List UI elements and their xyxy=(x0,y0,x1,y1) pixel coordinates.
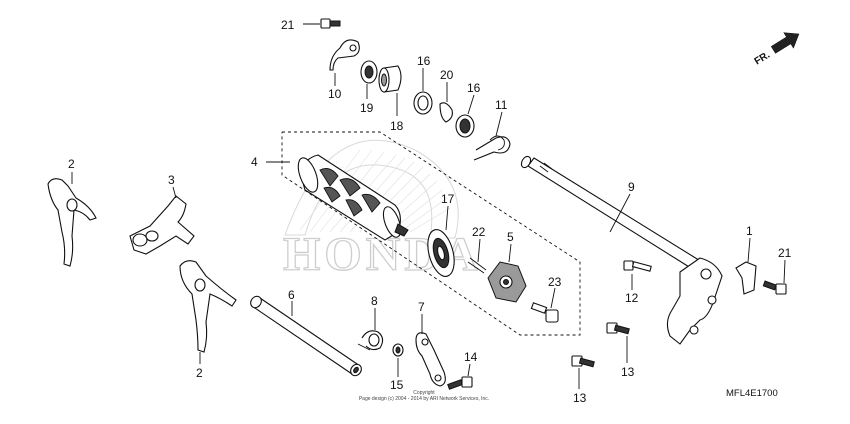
shift-fork-2-lower xyxy=(179,260,237,353)
dowel-pin-22 xyxy=(467,257,487,274)
fork-shaft-6 xyxy=(250,295,362,377)
washer-16b xyxy=(455,114,475,138)
washer-16a xyxy=(413,91,433,115)
plate-1 xyxy=(735,261,757,295)
callout-17: 17 xyxy=(441,192,455,206)
callout-21: 21 xyxy=(281,18,295,32)
stopper-arm-10 xyxy=(329,39,360,71)
callout-23: 23 xyxy=(548,275,562,289)
drum-center-5 xyxy=(487,261,527,303)
front-direction-indicator: FR. xyxy=(753,32,800,67)
callout-4: 4 xyxy=(251,155,258,169)
pin-12 xyxy=(623,260,652,272)
gearshift-drum-4 xyxy=(297,154,409,241)
callout-7: 7 xyxy=(418,300,425,314)
bearing-18 xyxy=(378,65,402,93)
washer-15 xyxy=(392,343,404,357)
callout-5: 5 xyxy=(507,230,514,244)
callout-20: 20 xyxy=(440,68,454,82)
bolt-14 xyxy=(447,376,473,390)
callout-8: 8 xyxy=(371,294,378,308)
shift-fork-2-left xyxy=(47,178,97,267)
shift-fork-3 xyxy=(129,195,195,255)
callout-18: 18 xyxy=(390,119,404,133)
callout-9: 9 xyxy=(628,180,635,194)
front-direction-label: FR. xyxy=(753,49,773,67)
bolt-21-right xyxy=(762,280,787,295)
callout-3: 3 xyxy=(168,173,175,187)
spring-11 xyxy=(473,135,511,161)
callout-12: 12 xyxy=(625,291,639,305)
callout-labels: 21 10 19 18 16 20 16 11 4 2 3 17 22 5 9 … xyxy=(68,18,792,405)
callout-2: 2 xyxy=(196,366,203,380)
bearing-19 xyxy=(360,60,378,84)
bearing-17 xyxy=(427,229,455,277)
spring-8 xyxy=(357,330,384,351)
copyright-line-1: Copyright xyxy=(413,390,435,396)
callout-21: 21 xyxy=(778,246,792,260)
front-arrow-icon xyxy=(770,32,800,54)
copyright-line-2: Page design (c) 2004 - 2014 by ARI Netwo… xyxy=(359,396,489,402)
bolt-23 xyxy=(530,302,559,323)
callout-16: 16 xyxy=(467,81,481,95)
bolt-13-left xyxy=(571,355,595,368)
leader-lines xyxy=(71,23,786,389)
callout-22: 22 xyxy=(472,225,486,239)
callout-13: 13 xyxy=(573,391,587,405)
diagram-code: MFL4E1700 xyxy=(726,388,778,399)
callout-6: 6 xyxy=(288,288,295,302)
callout-13: 13 xyxy=(621,365,635,379)
drum-assembly-outline xyxy=(266,131,581,336)
callout-1: 1 xyxy=(746,224,753,238)
circlip-20 xyxy=(439,102,453,123)
callout-19: 19 xyxy=(360,101,374,115)
callout-16: 16 xyxy=(417,54,431,68)
callout-10: 10 xyxy=(328,87,342,101)
callout-11: 11 xyxy=(495,98,508,112)
gearshift-spindle-9 xyxy=(520,155,723,345)
callout-2: 2 xyxy=(68,157,75,171)
callout-14: 14 xyxy=(464,350,478,364)
bolt-13-right xyxy=(606,322,630,335)
callout-15: 15 xyxy=(390,378,404,392)
stopper-arm-7 xyxy=(415,332,446,387)
bolt-21-top xyxy=(320,18,341,29)
